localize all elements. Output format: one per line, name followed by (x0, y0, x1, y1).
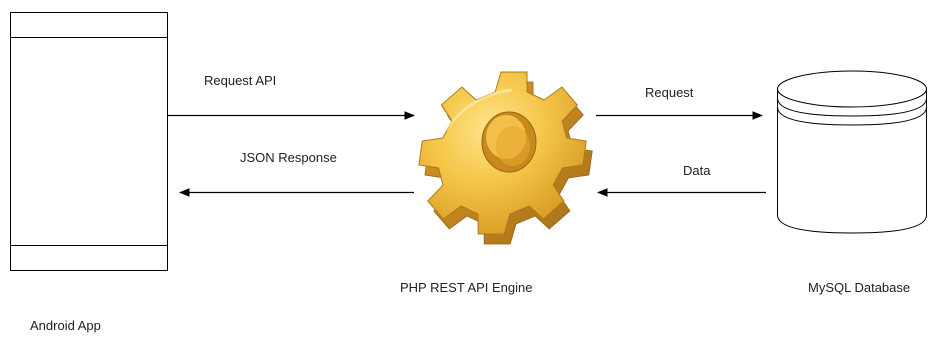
android-app-phone (10, 12, 168, 271)
phone-body (10, 12, 168, 271)
request-api-label: Request API (204, 73, 276, 88)
engine-label: PHP REST API Engine (400, 280, 532, 295)
json-response-label: JSON Response (240, 150, 337, 165)
android-app-label: Android App (30, 318, 101, 333)
request-label: Request (645, 85, 694, 100)
gear-icon (418, 71, 593, 245)
database-cylinder-icon (777, 70, 927, 234)
data-label: Data (683, 163, 711, 178)
database-label: MySQL Database (808, 280, 910, 295)
